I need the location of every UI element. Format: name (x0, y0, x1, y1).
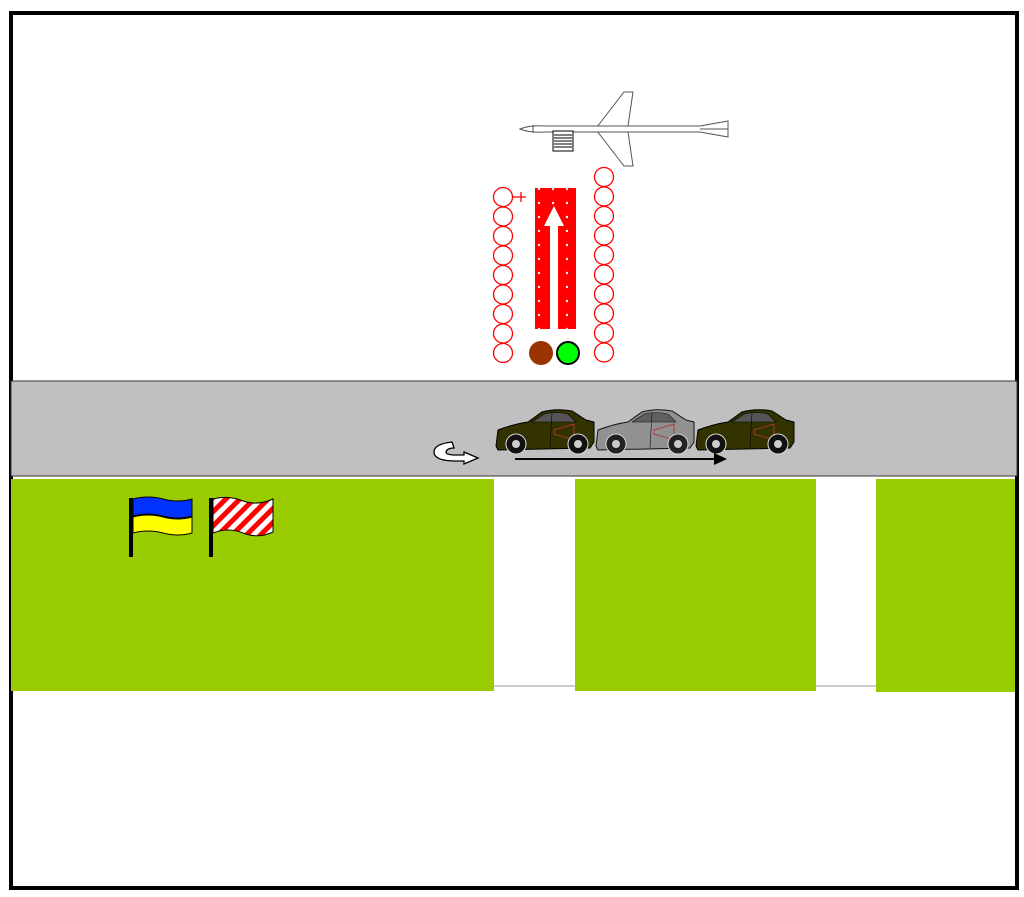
traffic-light-brown (529, 341, 553, 365)
airplane-icon (518, 91, 729, 167)
ukraine-flag-icon (129, 496, 193, 557)
red-white-striped-flag-icon (209, 496, 274, 557)
start-arrow-icon (544, 206, 564, 329)
grass-area-middle (575, 479, 816, 691)
traffic-light-green (556, 341, 580, 365)
cone-column-left (492, 186, 526, 364)
cone-column-right (593, 166, 615, 363)
direction-arrow-icon (515, 453, 727, 465)
u-turn-icon (433, 441, 480, 465)
grass-area-right (876, 479, 1015, 692)
